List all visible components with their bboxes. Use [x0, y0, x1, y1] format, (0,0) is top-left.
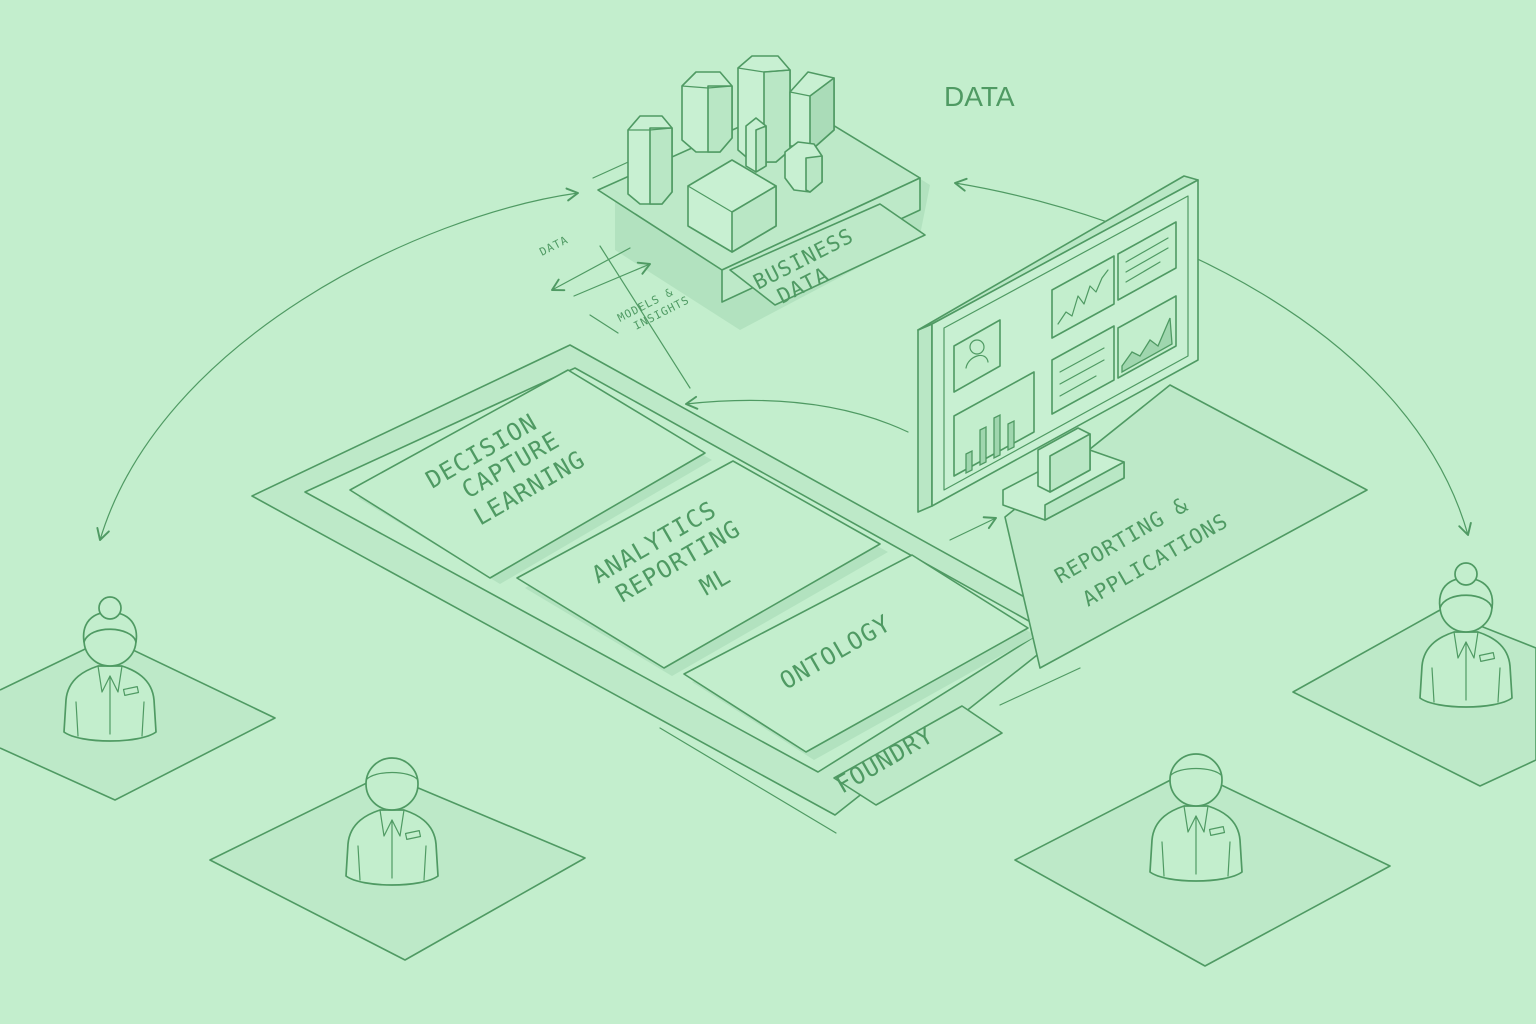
database-cylinders-icon — [627, 55, 835, 253]
person-tile-bottom-left — [209, 757, 586, 961]
business-data-tab — [729, 203, 926, 306]
person-tile-right — [1292, 563, 1536, 787]
user-figure-icon — [345, 757, 439, 886]
dashboard-monitor-icon — [917, 175, 1199, 521]
monitor-to-foundry-arrow — [685, 395, 909, 433]
ground-line — [659, 727, 837, 834]
foundry-platform: DECISION CAPTURE LEARNING ANALYTICS REPO… — [251, 344, 1076, 816]
curve-arrow-left — [96, 187, 579, 541]
foundry-to-monitor-arrow — [949, 516, 997, 541]
business-data-platform: BUSINESS DATA — [597, 55, 930, 330]
curve-arrow-right — [954, 177, 1472, 536]
user-figure-icon — [1149, 753, 1243, 882]
ground-line — [589, 314, 619, 334]
foundry-tab — [833, 705, 1003, 806]
ontology-panel — [683, 554, 1029, 753]
decision-panel — [349, 369, 706, 579]
ground-line — [599, 245, 691, 389]
data-flow-label: DATA — [537, 233, 570, 258]
data-title: DATA — [944, 81, 1015, 112]
ground-line — [999, 667, 1081, 706]
person-tile-left — [0, 597, 276, 801]
person-tile-bottom-right — [1014, 753, 1391, 967]
analytics-panel — [516, 460, 881, 669]
